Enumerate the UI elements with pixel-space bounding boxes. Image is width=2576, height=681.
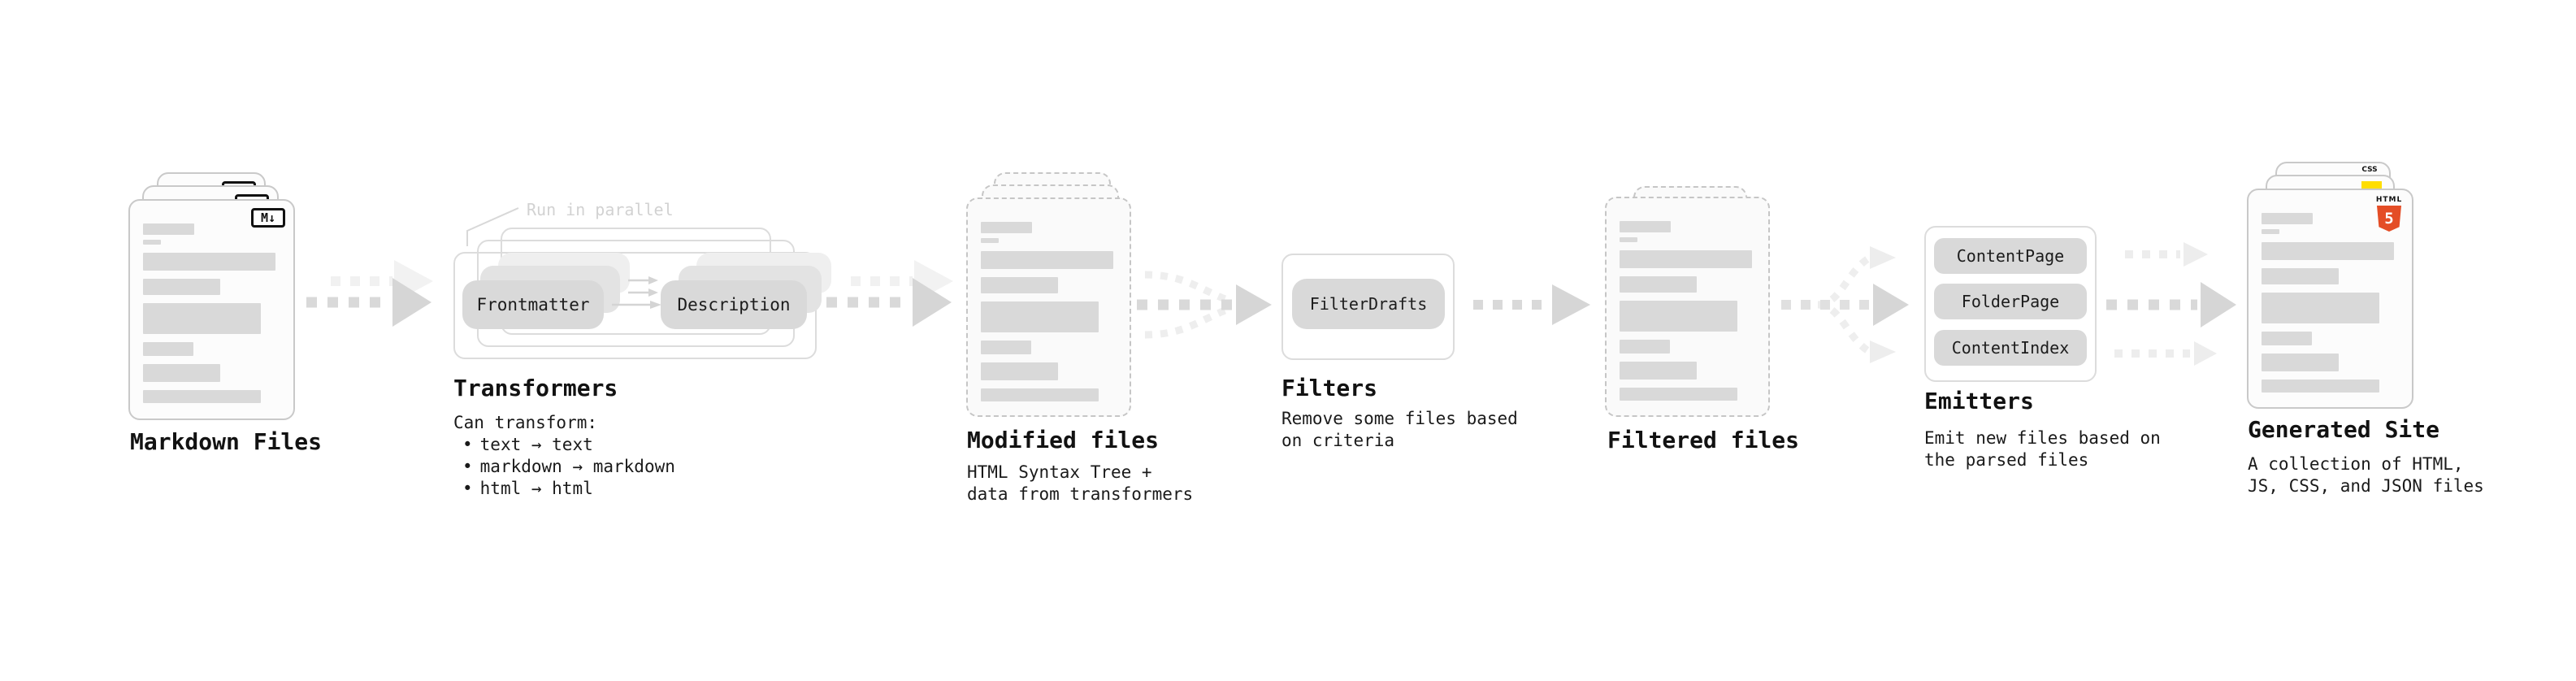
placeholder-bar: [2262, 332, 2312, 345]
section-subtext-filters: Remove some files based on criteria: [1281, 408, 1518, 452]
section-subtext-modified-files: HTML Syntax Tree + data from transformer…: [967, 462, 1193, 505]
placeholder-bar: [1620, 276, 1697, 293]
placeholder-bar: [143, 223, 194, 235]
placeholder-bar: [2262, 242, 2394, 260]
placeholder-bar: [2262, 380, 2379, 393]
subtext-line: Can transform:: [453, 413, 598, 432]
subtext-line: A collection of HTML,: [2248, 454, 2464, 474]
section-caption-modified-files: Modified files: [967, 427, 1160, 453]
placeholder-bar: [143, 279, 220, 295]
flow-arrow-filters-to-filtered: [1473, 284, 1590, 325]
placeholder-bar: [2262, 354, 2339, 371]
placeholder-bar: [981, 251, 1113, 269]
document-content-placeholder: [981, 222, 1113, 401]
placeholder-bar: [143, 364, 220, 382]
filter-pill-filterdrafts: FilterDrafts: [1292, 279, 1445, 329]
placeholder-bar: [1620, 237, 1637, 242]
placeholder-bar: [2262, 293, 2379, 323]
document-card: HTML 5: [2247, 189, 2413, 409]
subtext-line: on criteria: [1281, 431, 1395, 450]
markdown-icon: M↓: [251, 208, 285, 228]
run-in-parallel-leader-line: [466, 207, 519, 246]
placeholder-bar: [143, 342, 193, 356]
document-card: [966, 197, 1131, 417]
document-card: [1605, 197, 1770, 417]
placeholder-bar: [981, 277, 1058, 293]
subtext-line: data from transformers: [967, 484, 1194, 504]
section-caption-markdown-files: Markdown Files: [130, 428, 323, 455]
transformer-pill-description: Description: [661, 280, 807, 329]
modified-files-stack: [966, 172, 1131, 417]
document-content-placeholder: [2262, 213, 2394, 393]
section-subtext-transformers: Can transform: •text → text •markdown → …: [453, 412, 675, 500]
transformer-pill-frontmatter: Frontmatter: [462, 280, 604, 329]
subtext-line: JS, CSS, and JSON files: [2248, 476, 2484, 496]
placeholder-bar: [981, 362, 1058, 380]
placeholder-bar: [143, 240, 161, 245]
document-content-placeholder: [1620, 221, 1752, 401]
placeholder-bar: [981, 238, 999, 243]
section-caption-generated-site: Generated Site: [2248, 416, 2440, 443]
emitter-pill-folderpage: FolderPage: [1934, 284, 2087, 319]
run-in-parallel-label: Run in parallel: [527, 200, 674, 219]
placeholder-bar: [1620, 250, 1752, 268]
placeholder-bar: [1620, 340, 1670, 354]
placeholder-bar: [2262, 229, 2279, 234]
document-card: M↓: [128, 199, 295, 420]
bullet-item: •html → html: [462, 479, 593, 498]
subtext-line: HTML Syntax Tree +: [967, 462, 1152, 482]
flow-arrow-transformers-to-modified: [826, 260, 953, 327]
section-caption-filters: Filters: [1281, 375, 1378, 401]
section-caption-emitters: Emitters: [1924, 388, 2034, 414]
flow-arrow-modified-to-filters: [1137, 271, 1272, 339]
flow-arrow-filtered-to-emitters: [1781, 246, 1909, 363]
placeholder-bar: [2262, 268, 2339, 284]
transformer-inner-arrows: [612, 276, 661, 309]
bullet-item: •markdown → markdown: [462, 457, 675, 476]
bullet-item: •text → text: [462, 435, 593, 454]
placeholder-bar: [143, 390, 261, 403]
placeholder-bar: [981, 388, 1099, 401]
subtext-line: Emit new files based on: [1924, 428, 2161, 448]
placeholder-bar: [981, 222, 1032, 233]
section-caption-transformers: Transformers: [453, 375, 618, 401]
subtext-line: the parsed files: [1924, 450, 2089, 470]
markdown-files-stack: M↓ M↓ M↓: [128, 172, 295, 420]
generated-site-stack: CSS HTML 5: [2247, 162, 2414, 409]
filters-box: [1281, 254, 1455, 360]
placeholder-bar: [1620, 388, 1737, 401]
placeholder-bar: [981, 301, 1099, 332]
section-subtext-emitters: Emit new files based on the parsed files: [1924, 427, 2161, 471]
flow-arrow-emitters-to-generated: [2106, 242, 2236, 366]
flow-arrow-markdown-to-transformers: [306, 260, 433, 327]
html5-icon: HTML 5: [2374, 197, 2404, 232]
placeholder-bar: [1620, 221, 1671, 232]
placeholder-bar: [1620, 301, 1737, 332]
emitter-pill-contentindex: ContentIndex: [1934, 330, 2087, 366]
placeholder-bar: [981, 340, 1031, 354]
section-caption-filtered-files: Filtered files: [1607, 427, 1800, 453]
emitters-box: [1924, 226, 2097, 382]
section-subtext-generated-site: A collection of HTML, JS, CSS, and JSON …: [2248, 453, 2484, 497]
placeholder-bar: [2262, 213, 2313, 224]
filtered-files-stack: [1605, 186, 1770, 419]
placeholder-bar: [1620, 362, 1697, 380]
emitter-pill-contentpage: ContentPage: [1934, 238, 2087, 274]
placeholder-bar: [143, 253, 275, 271]
subtext-line: Remove some files based: [1281, 409, 1518, 428]
document-content-placeholder: [143, 223, 275, 403]
placeholder-bar: [143, 303, 261, 334]
